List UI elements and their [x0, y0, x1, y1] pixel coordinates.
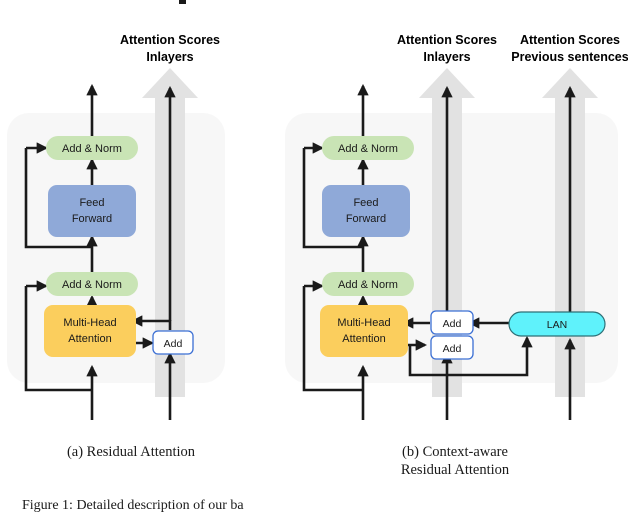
- panel-a-heading-line1: Attention Scores: [120, 33, 220, 47]
- panel-a-residual-upper-path: [24, 148, 92, 249]
- panel-a-caption: (a) Residual Attention: [67, 444, 196, 460]
- panel-a: Attention Scores Inlayers: [7, 33, 225, 460]
- panel-a-multi-head-attention-box: [44, 305, 136, 357]
- panel-b-lan-box: [508, 311, 606, 337]
- figure-caption-clipped: Figure 1: Detailed description of our ba: [22, 498, 244, 512]
- panel-b-lan-label: LAN: [547, 319, 567, 331]
- panel-b-caption-line1: (b) Context-aware: [402, 444, 508, 460]
- panel-a-add-gate-label: Add: [164, 338, 183, 350]
- panel-a-add-norm-upper-label: Add & Norm: [62, 143, 122, 155]
- panel-b-add-norm-upper-box: [322, 136, 414, 160]
- clipped-text-artifact: [179, 0, 186, 4]
- panel-b-feed-forward-label-line1: Feed: [353, 197, 378, 209]
- panel-b-add-norm-lower-label: Add & Norm: [338, 279, 398, 291]
- panel-b-add-norm-lower-box: [322, 272, 414, 296]
- panel-b-add-gate-bottom-box: [430, 335, 474, 360]
- panel-b-add-norm-upper-label: Add & Norm: [338, 143, 398, 155]
- panel-b-add-gate-bottom-label: Add: [443, 343, 462, 355]
- panel-b-heading-1-line2: Inlayers: [423, 50, 470, 64]
- panel-a-add-norm-upper-box: [46, 136, 138, 160]
- panel-b-add-gate-top-label: Add: [443, 318, 462, 330]
- panel-a-feed-forward-box: [48, 185, 136, 237]
- panel-a-feed-forward-label-line1: Feed: [79, 197, 104, 209]
- panel-b-multi-head-attention-label-line1: Multi-Head: [337, 317, 390, 329]
- panel-a-add-norm-lower-box: [46, 272, 138, 296]
- panel-a-residual-lower-path: [24, 286, 92, 392]
- panel-b-heading-1-line1: Attention Scores: [397, 33, 497, 47]
- panel-a-multi-head-attention-label-line2: Attention: [68, 333, 111, 345]
- panel-b-heading-2-line1: Attention Scores: [520, 33, 620, 47]
- panel-b-heading-2-line2: Previous sentences: [511, 50, 628, 64]
- panel-b-add-gate-top-box: [430, 310, 474, 335]
- panel-a-add-norm-lower-label: Add & Norm: [62, 279, 122, 291]
- panel-b-multi-head-attention-box: [320, 305, 408, 357]
- panel-a-add-gate-box: [152, 330, 194, 355]
- panel-a-feed-forward-label-line2: Forward: [72, 213, 112, 225]
- panel-b-residual-upper-path: [302, 148, 363, 249]
- panel-a-multi-head-attention-label-line1: Multi-Head: [63, 317, 116, 329]
- panel-b-feed-forward-label-line2: Forward: [346, 213, 386, 225]
- panel-b: Attention Scores Inlayers Attention Scor…: [285, 33, 628, 478]
- figure-caption-text: Figure 1: Detailed description of our ba: [22, 498, 244, 512]
- panel-b-residual-lower-path: [302, 286, 363, 392]
- panel-b-mha-feedback-path: [408, 340, 529, 377]
- panel-b-feed-forward-box: [322, 185, 410, 237]
- panel-b-caption-line2: Residual Attention: [401, 462, 510, 478]
- panel-b-multi-head-attention-label-line2: Attention: [342, 333, 385, 345]
- panel-a-heading-line2: Inlayers: [146, 50, 193, 64]
